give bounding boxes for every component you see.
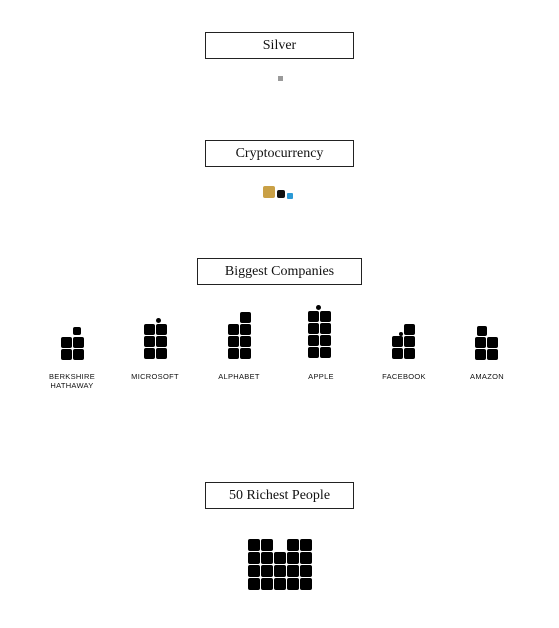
block — [404, 336, 415, 347]
block — [261, 552, 273, 564]
block — [73, 327, 81, 335]
block — [144, 336, 155, 347]
block — [477, 326, 487, 336]
other-crypto-square — [287, 193, 293, 199]
block — [240, 348, 251, 359]
block — [287, 539, 299, 551]
block-fraction — [399, 332, 403, 336]
company-name: MICROSOFT — [131, 372, 179, 381]
block — [475, 337, 486, 348]
block — [287, 552, 299, 564]
block — [61, 337, 72, 348]
block — [300, 552, 312, 564]
crypto-label: Cryptocurrency — [205, 140, 354, 167]
block — [392, 348, 403, 359]
block — [475, 349, 486, 360]
richest-label: 50 Richest People — [205, 482, 354, 509]
block — [61, 349, 72, 360]
block — [248, 552, 260, 564]
block-fraction — [316, 305, 321, 310]
block — [287, 578, 299, 590]
block — [248, 565, 260, 577]
block — [320, 323, 331, 334]
block — [240, 312, 251, 323]
block — [300, 578, 312, 590]
companies-label: Biggest Companies — [197, 258, 362, 285]
block — [308, 311, 319, 322]
block-fraction — [156, 318, 161, 323]
block — [287, 565, 299, 577]
block — [228, 336, 239, 347]
block — [300, 539, 312, 551]
block — [308, 323, 319, 334]
block — [320, 335, 331, 346]
block — [156, 336, 167, 347]
block — [261, 539, 273, 551]
block — [308, 335, 319, 346]
block — [274, 552, 286, 564]
block — [248, 578, 260, 590]
company-name: AMAZON — [470, 372, 504, 381]
block — [300, 565, 312, 577]
block — [156, 348, 167, 359]
bitcoin-square — [263, 186, 275, 198]
block — [144, 324, 155, 335]
block — [144, 348, 155, 359]
company-name: ALPHABET — [218, 372, 260, 381]
block — [320, 347, 331, 358]
company-name: FACEBOOK — [382, 372, 426, 381]
block — [228, 348, 239, 359]
block — [274, 578, 286, 590]
block — [404, 324, 415, 335]
company-name: APPLE — [308, 372, 334, 381]
block — [73, 337, 84, 348]
block — [274, 565, 286, 577]
block — [308, 347, 319, 358]
block — [487, 349, 498, 360]
ethereum-square — [277, 190, 285, 198]
block — [240, 324, 251, 335]
silver-square — [278, 76, 283, 81]
silver-label: Silver — [205, 32, 354, 59]
block — [487, 337, 498, 348]
block — [404, 348, 415, 359]
block — [156, 324, 167, 335]
block — [240, 336, 251, 347]
block — [392, 336, 403, 347]
company-name: BERKSHIRE HATHAWAY — [48, 372, 96, 390]
richest-blocks — [248, 539, 312, 591]
block — [320, 311, 331, 322]
block — [261, 565, 273, 577]
block — [73, 349, 84, 360]
block — [261, 578, 273, 590]
block — [228, 324, 239, 335]
block — [248, 539, 260, 551]
